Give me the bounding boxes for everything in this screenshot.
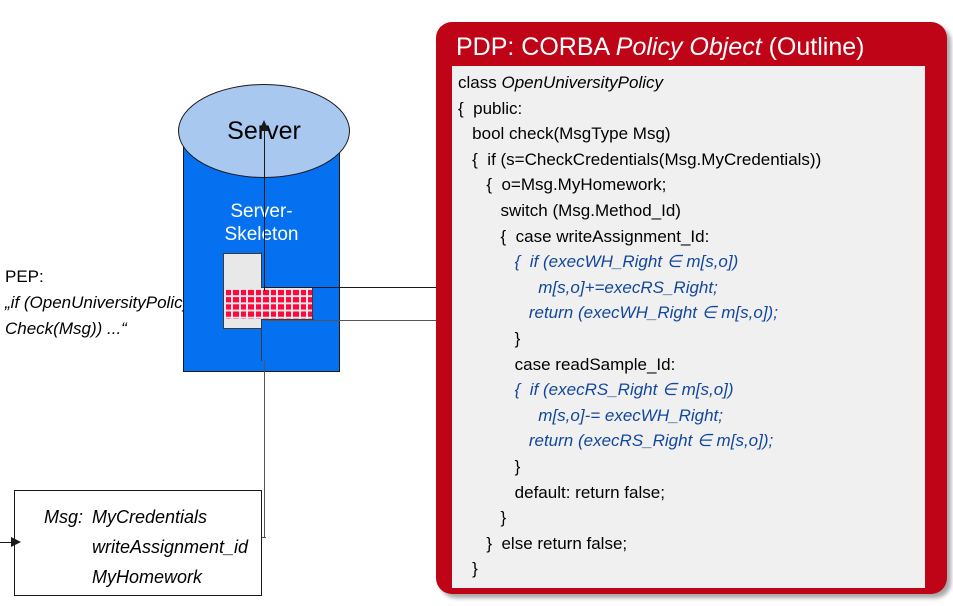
code-line-15: } <box>458 456 521 476</box>
code-line-18: } else return false; <box>458 533 628 553</box>
code-line-11: case readSample_Id: <box>458 354 676 374</box>
code-line-14: return (execRS_Right ∈ m[s,o]); <box>458 431 774 451</box>
code-line-5: switch (Msg.Method_Id) <box>458 200 681 220</box>
code-line-7: { if (execWH_Right ∈ m[s,o]) <box>458 252 739 272</box>
pdp-code-listing: class OpenUniversityPolicy{ public: bool… <box>452 66 925 588</box>
pep-quote-line1: „if (OpenUniversityPolicy. <box>5 293 195 312</box>
msg-box-content: Msg: MyCredentials writeAssignment_id MyH… <box>14 490 262 596</box>
code-line-13: m[s,o]-= execWH_Right; <box>458 405 723 425</box>
code-line-16: default: return false; <box>458 482 665 502</box>
pdp-title-prefix: PDP: CORBA <box>456 33 616 61</box>
server-skeleton-label-line1: Server- <box>230 201 293 222</box>
msg-to-skeleton-line-horizontal <box>258 537 266 538</box>
code-line-19: } <box>458 559 478 579</box>
msg-box-label: Msg: <box>44 507 84 527</box>
code-line-10: } <box>458 328 521 348</box>
pep-heading: PEP: <box>5 267 44 286</box>
code-line-9: return (execWH_Right ∈ m[s,o]); <box>458 303 778 323</box>
code-line-2: bool check(MsgType Msg) <box>458 124 671 144</box>
pdp-code-area: class OpenUniversityPolicy{ public: bool… <box>452 66 925 588</box>
msg-to-skeleton-line-vertical <box>264 320 265 538</box>
incoming-message-arrow-head <box>11 537 21 547</box>
pdp-title-italic: Policy Object <box>615 33 762 61</box>
msg-field-2: MyHomework <box>92 567 203 587</box>
server-skeleton-label-line2: Skeleton <box>224 224 299 245</box>
pep-quote-line2: Check(Msg)) ...“ <box>5 319 127 338</box>
incoming-message-arrow-shaft <box>0 542 16 543</box>
msg-field-1: writeAssignment_id <box>92 537 249 557</box>
pep-pdp-connector-bottom-line <box>265 320 478 321</box>
code-line-17: } <box>458 508 507 528</box>
pdp-title-suffix: (Outline) <box>761 33 865 61</box>
code-line-0: class OpenUniversityPolicy <box>458 70 925 96</box>
code-line-1: { public: <box>458 98 523 118</box>
code-line-8: m[s,o]+=execRS_Right; <box>458 277 718 297</box>
code-line-3: { if (s=CheckCredentials(Msg.MyCredentia… <box>458 149 822 169</box>
pep-pdp-connector-top-line <box>265 287 478 288</box>
code-line-20: private: <box>458 582 925 588</box>
skeleton-to-server-arrow-shaft <box>264 126 265 291</box>
msg-field-0: MyCredentials <box>92 507 208 527</box>
code-line-0-italic: OpenUniversityPolicy <box>501 73 664 92</box>
pep-caption: PEP: „if (OpenUniversityPolicy. Check(Ms… <box>5 264 220 342</box>
code-line-6: { case writeAssignment_Id: <box>458 226 710 246</box>
server-skeleton-label: Server- Skeleton <box>183 200 340 246</box>
code-line-0-text: class <box>458 73 502 92</box>
msg-box <box>14 490 262 596</box>
skeleton-to-server-arrow-head <box>259 120 269 131</box>
pdp-panel-title: PDP: CORBA Policy Object (Outline) <box>456 33 936 62</box>
brick-wall-firewall-icon <box>224 288 312 319</box>
interceptor-notch-bottom <box>261 319 314 361</box>
interceptor-notch-top <box>261 252 314 288</box>
code-line-4: { o=Msg.MyHomework; <box>458 175 667 195</box>
code-line-12: { if (execRS_Right ∈ m[s,o]) <box>458 380 734 400</box>
